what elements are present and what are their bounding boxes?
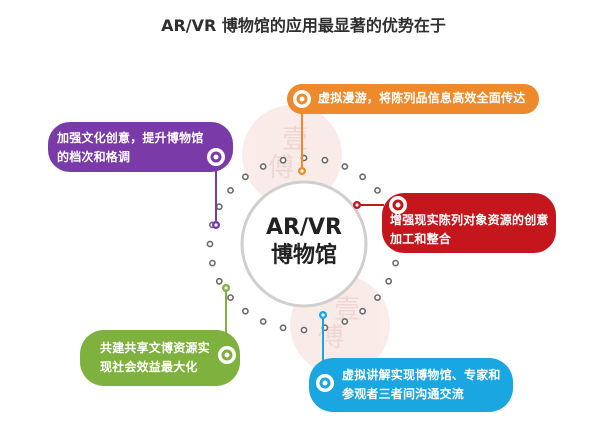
node-pill-sharing [80, 330, 240, 386]
ring-dot [206, 240, 214, 248]
ring-dot [300, 326, 308, 334]
ring-dot [374, 294, 381, 301]
node-pill-virtual-tour [287, 84, 539, 114]
ring-dot [392, 259, 399, 267]
center-label: AR/VR 博物馆 [241, 214, 367, 270]
ring-dot [279, 324, 287, 332]
node-label-communication: 虚拟讲解实现博物馆、专家和参观者三者间沟通交流 [342, 368, 501, 401]
ring-dot [341, 318, 349, 325]
node-pill-communication [309, 358, 513, 412]
target-icon [389, 196, 407, 214]
ring-dot [227, 186, 234, 194]
ring-dot [259, 318, 267, 325]
ring-dot [341, 163, 349, 170]
ring-dot [215, 203, 223, 211]
target-icon [293, 90, 311, 108]
ring-dot [241, 173, 249, 181]
watermark-seal-top: 壹 傅 [242, 105, 342, 205]
node-label-sharing: 共建共享文博资源实现社会效益最大化 [100, 341, 210, 374]
target-icon [218, 346, 236, 364]
node-pill-reconstruction [382, 193, 556, 253]
node-label-reconstruction: 增强现实陈列对象资源的创意加工和整合 [390, 213, 549, 246]
connector-culture [212, 170, 220, 229]
center-circle [240, 180, 368, 308]
node-label-virtual-tour: 虚拟漫游，将陈列品信息高效全面传达 [318, 91, 526, 105]
ring-dot [359, 173, 366, 181]
connector-sharing [222, 284, 230, 340]
ring-dot [385, 277, 393, 285]
ring-dot [227, 294, 234, 301]
node-label-culture: 加强文化创意，提升博物馆的档次和格调 [57, 131, 204, 164]
ring-dot [321, 156, 329, 164]
ring-dot [374, 186, 381, 194]
svg-text:傅: 傅 [268, 153, 294, 183]
ring-dot [359, 307, 366, 315]
ring-dot [215, 277, 223, 285]
target-icon [316, 374, 334, 392]
connector-reconstruction [353, 201, 384, 209]
connector-virtual-tour [298, 112, 306, 175]
svg-text:壹: 壹 [282, 125, 308, 155]
ring-dot [241, 307, 249, 315]
center-label-line1: AR/VR [266, 215, 342, 240]
ring-dot [279, 156, 287, 164]
node-pill-culture [48, 122, 233, 172]
page-title: AR/VR 博物馆的应用最显著的优势在于 [161, 16, 446, 35]
ring-dot [208, 259, 216, 267]
center-label-line2: 博物馆 [270, 243, 337, 268]
target-icon [207, 148, 225, 166]
ring-dot [259, 163, 267, 170]
